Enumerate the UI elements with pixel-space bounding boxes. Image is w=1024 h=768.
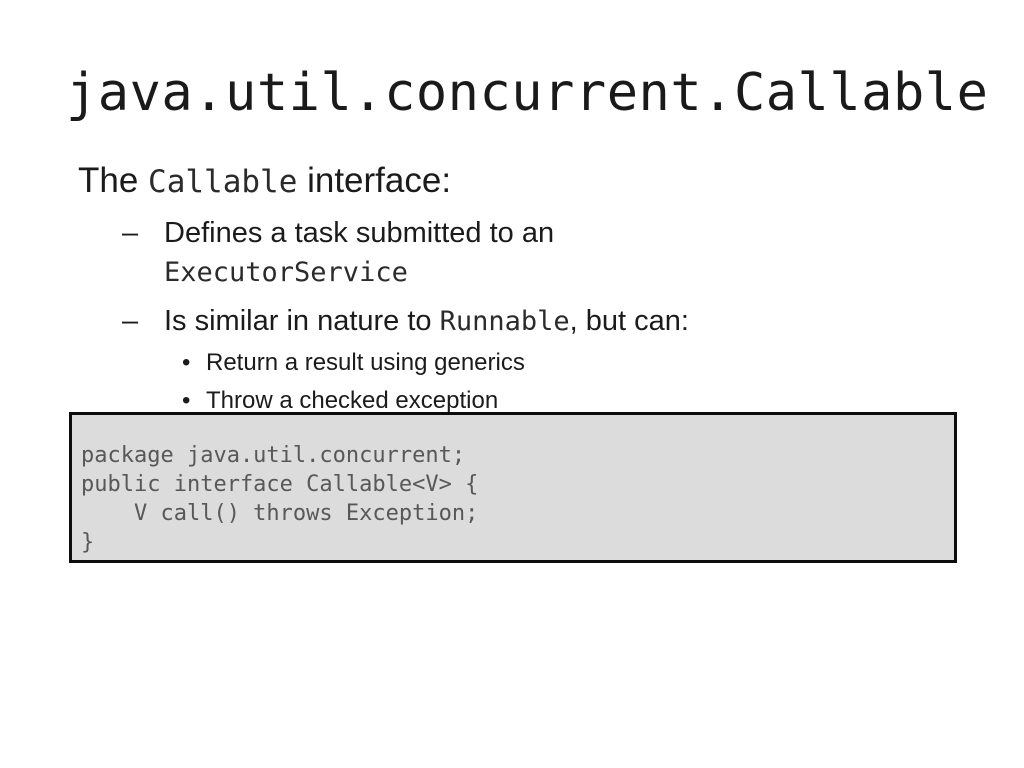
- dash-bullet-marker-icon: –: [122, 305, 139, 337]
- code-block-panel: package java.util.concurrent; public int…: [69, 412, 957, 563]
- dash-bullet-marker-icon: –: [122, 217, 139, 249]
- round-bullet-marker-icon: •: [182, 349, 191, 376]
- subbullet-throw-exception: • Throw a checked exception: [182, 382, 1024, 420]
- bullet-defines-task-line2-code: ExecutorService: [164, 257, 408, 288]
- slide-body: The Callable interface: – Defines a task…: [0, 158, 1024, 420]
- subbullet-return-result-label: Return a result using generics: [206, 349, 525, 376]
- slide-title: java.util.concurrent.Callable: [66, 63, 989, 123]
- round-bullet-marker-icon: •: [182, 387, 191, 414]
- bullet-similar-suffix: , but can:: [569, 305, 689, 337]
- body-heading-prefix: The: [78, 161, 149, 200]
- body-heading-suffix: interface:: [297, 161, 452, 200]
- subbullet-throw-exception-label: Throw a checked exception: [206, 387, 499, 414]
- bullet-defines-task-line1: Defines a task submitted to an: [164, 217, 555, 249]
- bullet-similar-to-runnable: – Is similar in nature to Runnable, but …: [122, 301, 1024, 342]
- bullet-defines-task: – Defines a task submitted to an Executo…: [122, 213, 1024, 293]
- subbullet-return-result: • Return a result using generics: [182, 344, 1024, 382]
- bullet-similar-code: Runnable: [439, 306, 570, 337]
- body-heading-code: Callable: [148, 164, 298, 200]
- bullet-similar-prefix: Is similar in nature to: [164, 305, 440, 337]
- code-block-text: package java.util.concurrent; public int…: [81, 443, 479, 555]
- body-heading: The Callable interface:: [78, 158, 1024, 205]
